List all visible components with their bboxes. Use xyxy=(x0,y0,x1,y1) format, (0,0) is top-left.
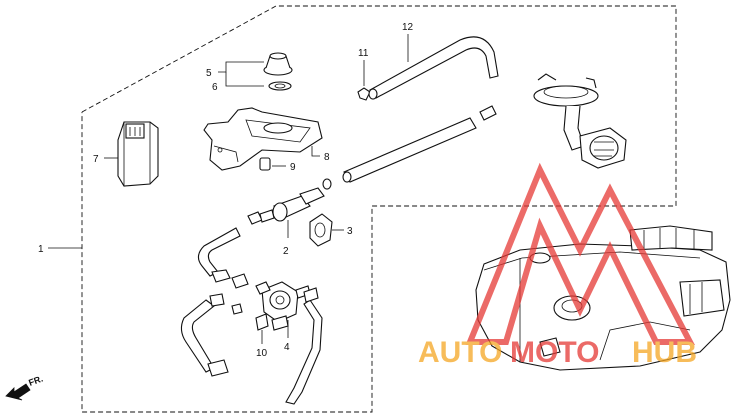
callout-4: 4 xyxy=(284,342,290,353)
callout-6: 6 xyxy=(212,82,218,93)
callout-12: 12 xyxy=(402,22,414,33)
part-2-fuel-filter xyxy=(247,178,332,225)
watermark-text-moto: MOTO xyxy=(510,336,599,369)
part-12-hose xyxy=(368,36,499,100)
callout-8: 8 xyxy=(324,152,330,163)
frame-outline xyxy=(81,5,677,413)
part-9-bushing xyxy=(259,157,271,171)
part-11-clip xyxy=(357,87,371,101)
callout-3: 3 xyxy=(347,226,353,237)
leader-lines xyxy=(48,34,409,344)
callout-2: 2 xyxy=(283,246,289,257)
front-direction-label: FR. xyxy=(27,374,44,388)
watermark-text-hub: HUB xyxy=(632,336,697,369)
fuel-hose-upper xyxy=(342,105,497,183)
watermark-mountain-shape xyxy=(465,162,695,345)
callout-1: 1 xyxy=(38,244,44,255)
callout-10: 10 xyxy=(256,348,268,359)
front-direction-indicator: FR. xyxy=(5,374,44,401)
fuel-hose-lower-left xyxy=(180,227,249,377)
part-5-6-cap xyxy=(263,52,293,91)
callout-7: 7 xyxy=(93,154,99,165)
callout-9: 9 xyxy=(290,162,296,173)
callout-labels: 1 2 3 4 5 6 7 8 9 10 11 12 xyxy=(38,22,414,359)
fuel-pump-assembly xyxy=(533,73,627,169)
front-arrow-icon xyxy=(5,383,31,401)
callout-5: 5 xyxy=(206,68,212,79)
part-7-relay xyxy=(117,121,159,187)
callout-11: 11 xyxy=(358,48,369,59)
part-10-fitting xyxy=(231,303,269,331)
watermark-text-auto: AUTO xyxy=(418,336,502,369)
part-3-rubber-mount xyxy=(309,213,333,247)
part-8-bracket xyxy=(203,107,323,171)
fuel-hose-lower-right xyxy=(285,287,323,405)
part-4-fuel-valve xyxy=(255,281,311,331)
watermark-logo: AUTO MOTO HUB xyxy=(418,162,697,369)
fuel-tank xyxy=(475,225,731,371)
